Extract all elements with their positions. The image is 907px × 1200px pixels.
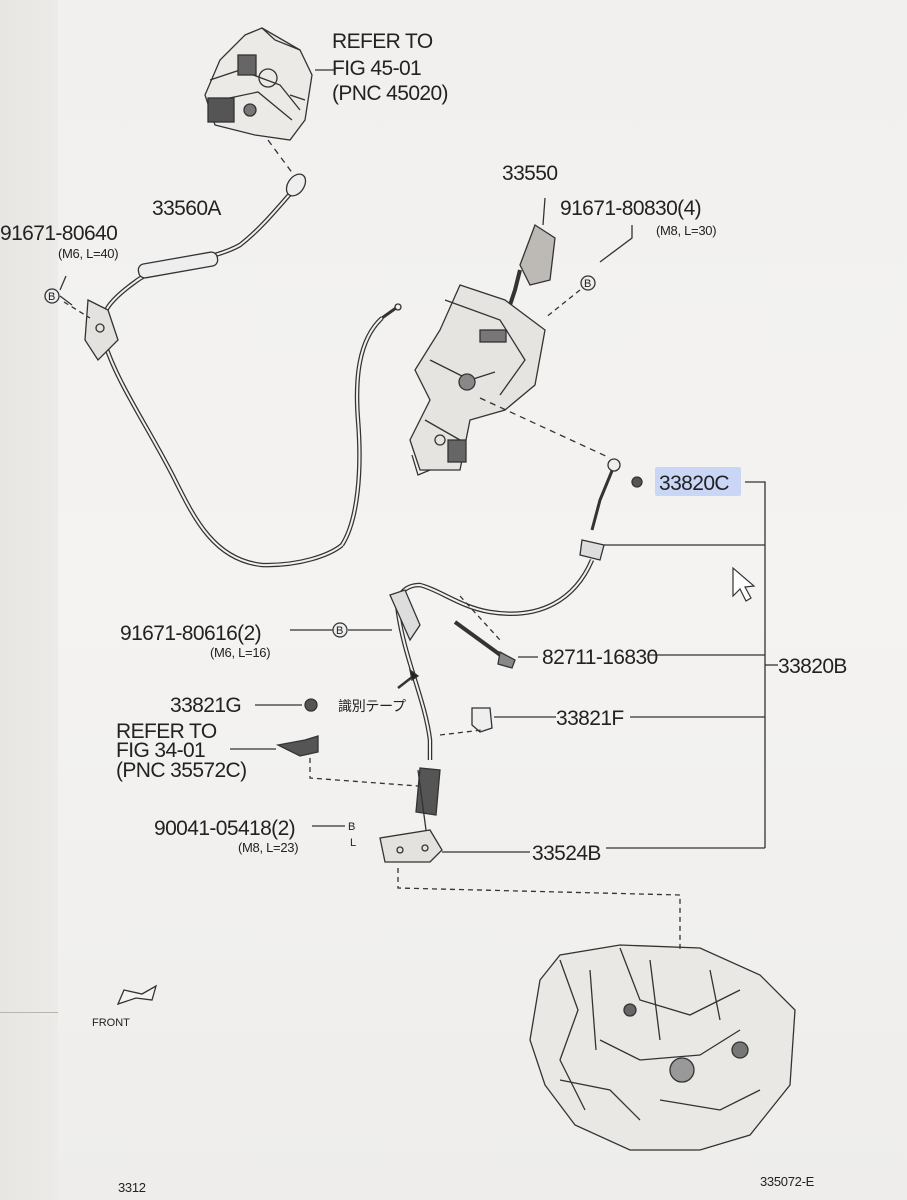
- part-33560A[interactable]: 33560A: [152, 197, 222, 220]
- part-33821G[interactable]: 33821G: [170, 694, 242, 717]
- ref-fig-45-01-line1: REFER TO: [332, 30, 433, 53]
- part-33820C[interactable]: 33820C: [659, 472, 730, 495]
- part-33821F[interactable]: 33821F: [556, 707, 624, 730]
- part-91671-80640-spec: (M6, L=40): [58, 246, 118, 261]
- ref-fig-34-01-line3: (PNC 35572C): [116, 759, 247, 782]
- part-91671-80830-spec: (M8, L=30): [656, 223, 716, 238]
- panel-divider: [0, 1012, 58, 1013]
- front-label: FRONT: [92, 1017, 130, 1029]
- ref-fig-34-01-line1: REFER TO: [116, 720, 217, 743]
- shift-lever-drawing: [409, 224, 556, 476]
- bolt-callout-l: L: [350, 837, 356, 849]
- part-highlight: [655, 467, 741, 496]
- identification-tape-label: 識別テープ: [338, 698, 406, 714]
- cable-33560A-drawing: [84, 173, 402, 568]
- bolt-callout-b: B: [48, 291, 55, 303]
- part-91671-80616-spec: (M6, L=16): [210, 645, 270, 660]
- steering-column-drawing: [204, 27, 313, 141]
- part-33820B[interactable]: 33820B: [778, 655, 847, 678]
- part-91671-80616[interactable]: 91671-80616(2): [120, 622, 262, 645]
- bolt-callout-b: B: [584, 278, 591, 290]
- part-33550[interactable]: 33550: [502, 162, 558, 185]
- ref-fig-45-01-line3: (PNC 45020): [332, 82, 448, 105]
- part-91671-80640[interactable]: 91671-80640: [0, 222, 118, 245]
- page-code-right: 335072-E: [760, 1174, 815, 1189]
- mouse-cursor-icon: [732, 566, 756, 602]
- transmission-drawing: [529, 944, 796, 1151]
- part-90041-05418-spec: (M8, L=23): [238, 840, 298, 855]
- ref-fig-45-01-line2: FIG 45-01: [332, 57, 421, 80]
- bolt-callout-b: B: [348, 821, 355, 833]
- part-33524B[interactable]: 33524B: [532, 842, 601, 865]
- bolt-callout-b: B: [336, 625, 343, 637]
- part-90041-05418[interactable]: 90041-05418(2): [154, 817, 296, 840]
- front-arrow-icon: [116, 984, 158, 1006]
- page-code-left: 3312: [118, 1180, 146, 1195]
- part-82711-16830[interactable]: 82711-16830: [542, 646, 658, 669]
- part-91671-80830[interactable]: 91671-80830(4): [560, 197, 702, 220]
- ref-fig-34-01-line2: FIG 34-01: [116, 739, 205, 762]
